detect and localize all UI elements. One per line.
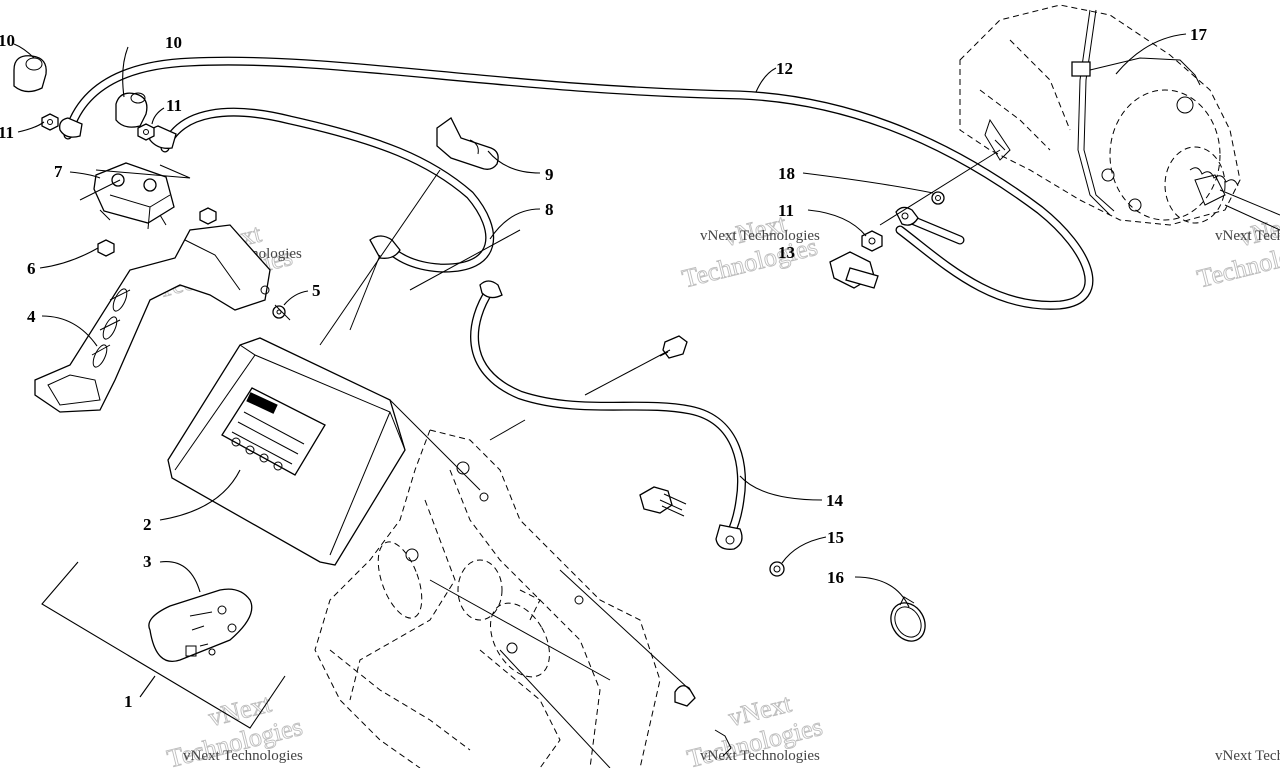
callout-18: 18 [778, 164, 795, 183]
terminal-boot-9 [436, 117, 499, 170]
watermark-right: vNext Technologies [1194, 208, 1280, 294]
hose-clamp-16 [890, 596, 926, 642]
watermark-small-6: vNext Technologies [1215, 748, 1280, 764]
nut-11b [137, 123, 155, 141]
battery-2 [167, 337, 406, 566]
reference-lines [79, 149, 1001, 768]
bolt-top-right [659, 335, 688, 359]
battery-cable-12 [63, 56, 1094, 310]
star-washer-15 [769, 561, 785, 577]
callout-12: 12 [776, 59, 793, 78]
callout-15: 15 [827, 528, 844, 547]
short-cable-13 [829, 206, 965, 289]
callout-16: 16 [827, 568, 844, 587]
kit-bracket-1 [41, 561, 286, 729]
callout-10a: 10 [0, 31, 15, 50]
nut-11a [41, 113, 59, 131]
callout-11b: 11 [166, 96, 182, 115]
chassis-frame [314, 429, 661, 768]
callout-4: 4 [27, 307, 36, 326]
callout-labels: 10 10 11 11 7 6 4 5 9 8 12 17 18 11 13 1… [0, 25, 1208, 711]
callout-11c: 11 [778, 201, 794, 220]
bolt-14 [639, 486, 687, 517]
callout-6: 6 [27, 259, 36, 278]
callout-1: 1 [124, 692, 133, 711]
callout-5: 5 [312, 281, 321, 300]
hardware-kit-3 [148, 588, 253, 662]
callout-11a: 11 [0, 123, 14, 142]
watermark-small-2: vNext Technologies [700, 228, 820, 244]
watermark-small-3: vNext Technologies [1215, 228, 1280, 244]
ground-cable-14 [470, 280, 747, 550]
leader-lines [13, 33, 1187, 698]
starter-motor [959, 4, 1280, 231]
watermark-small-4: vNext Technologies [183, 748, 303, 764]
lug-12-end [59, 117, 83, 138]
starter-solenoid-7 [93, 162, 191, 230]
battery-bracket-4 [34, 224, 271, 413]
terminal-cap-10a [13, 55, 47, 93]
callout-9: 9 [545, 165, 554, 184]
battery-cable-8 [148, 107, 495, 273]
nut-11c [861, 230, 883, 252]
bolt-top [199, 207, 217, 225]
callout-13: 13 [778, 243, 795, 262]
nut-6 [97, 239, 115, 257]
lock-washer-18 [931, 191, 945, 205]
callout-17: 17 [1190, 25, 1208, 44]
callout-7: 7 [54, 162, 63, 181]
watermark-mid: vNext Technologies [679, 208, 821, 294]
callout-8: 8 [545, 200, 554, 219]
callout-2: 2 [143, 515, 152, 534]
callout-14: 14 [826, 491, 844, 510]
callout-10b: 10 [165, 33, 182, 52]
callout-3: 3 [143, 552, 152, 571]
watermark-small-5: vNext Technologies [700, 748, 820, 764]
terminal-cap-10b [115, 92, 148, 128]
bolt-5 [272, 305, 286, 319]
